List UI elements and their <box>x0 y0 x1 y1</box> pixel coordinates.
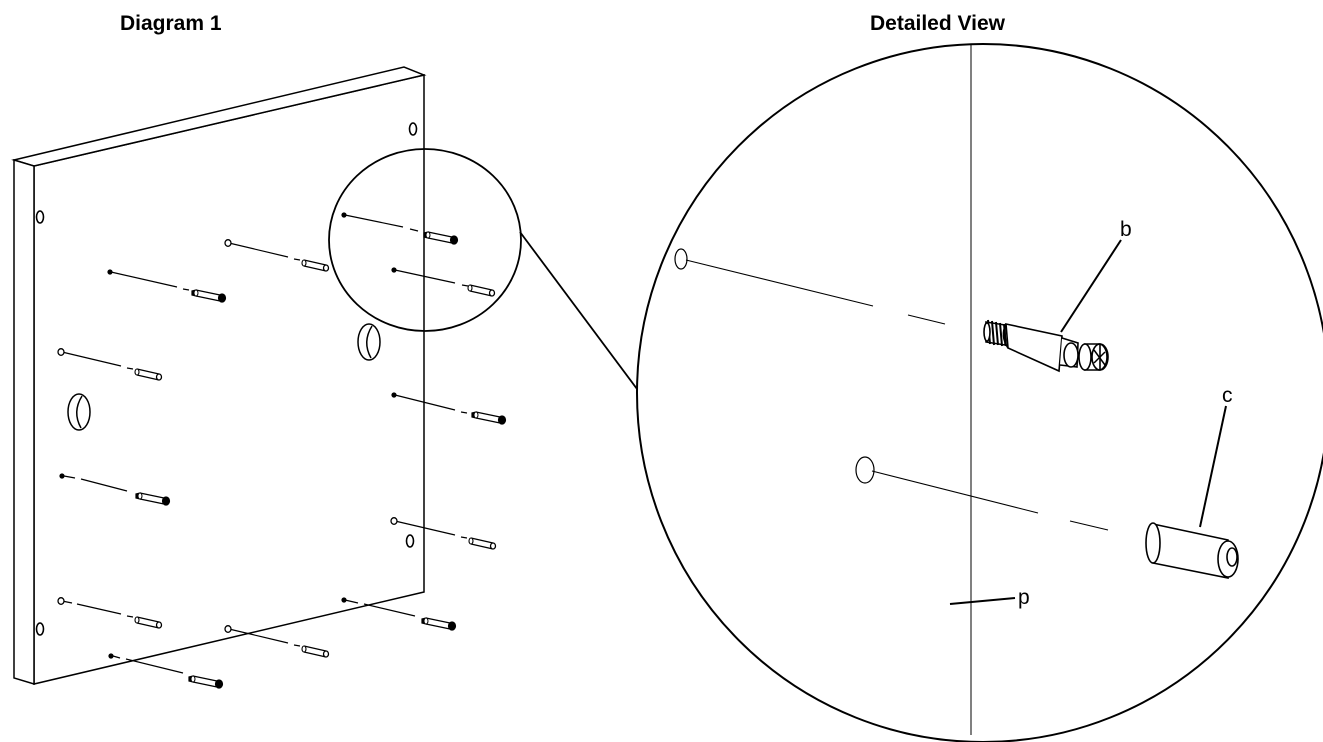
callout-label-b: b <box>1120 218 1132 241</box>
diagram-title: Diagram 1 <box>120 12 222 35</box>
callout-label-p: p <box>1018 586 1030 609</box>
cam-hole <box>357 323 381 361</box>
leader-p <box>949 597 1016 605</box>
detail-circle <box>636 43 1323 742</box>
callout-label-c: c <box>1222 384 1233 407</box>
cam-holes <box>67 323 381 431</box>
cam-hole <box>67 393 91 431</box>
edge-hole <box>408 122 418 136</box>
detail-view-title: Detailed View <box>870 12 1006 35</box>
detail-hole <box>855 456 875 484</box>
panel-left-edge <box>13 158 35 686</box>
panel-edge-holes <box>35 122 418 636</box>
dowel <box>1145 522 1239 579</box>
leader-c <box>1199 405 1227 528</box>
edge-hole <box>35 622 45 636</box>
panel-front-face <box>33 74 425 685</box>
callout-leaders <box>949 239 1227 605</box>
fittings <box>57 212 507 689</box>
edge-hole <box>35 210 45 224</box>
zoom-connectors <box>519 231 641 394</box>
detail-view: b c p <box>636 43 1323 742</box>
panel <box>11 66 427 686</box>
leader-b <box>1060 239 1122 333</box>
zoom-circle <box>328 148 522 332</box>
cam-bolt <box>983 319 1109 373</box>
detail-hole <box>674 248 688 270</box>
edge-hole <box>405 534 415 548</box>
